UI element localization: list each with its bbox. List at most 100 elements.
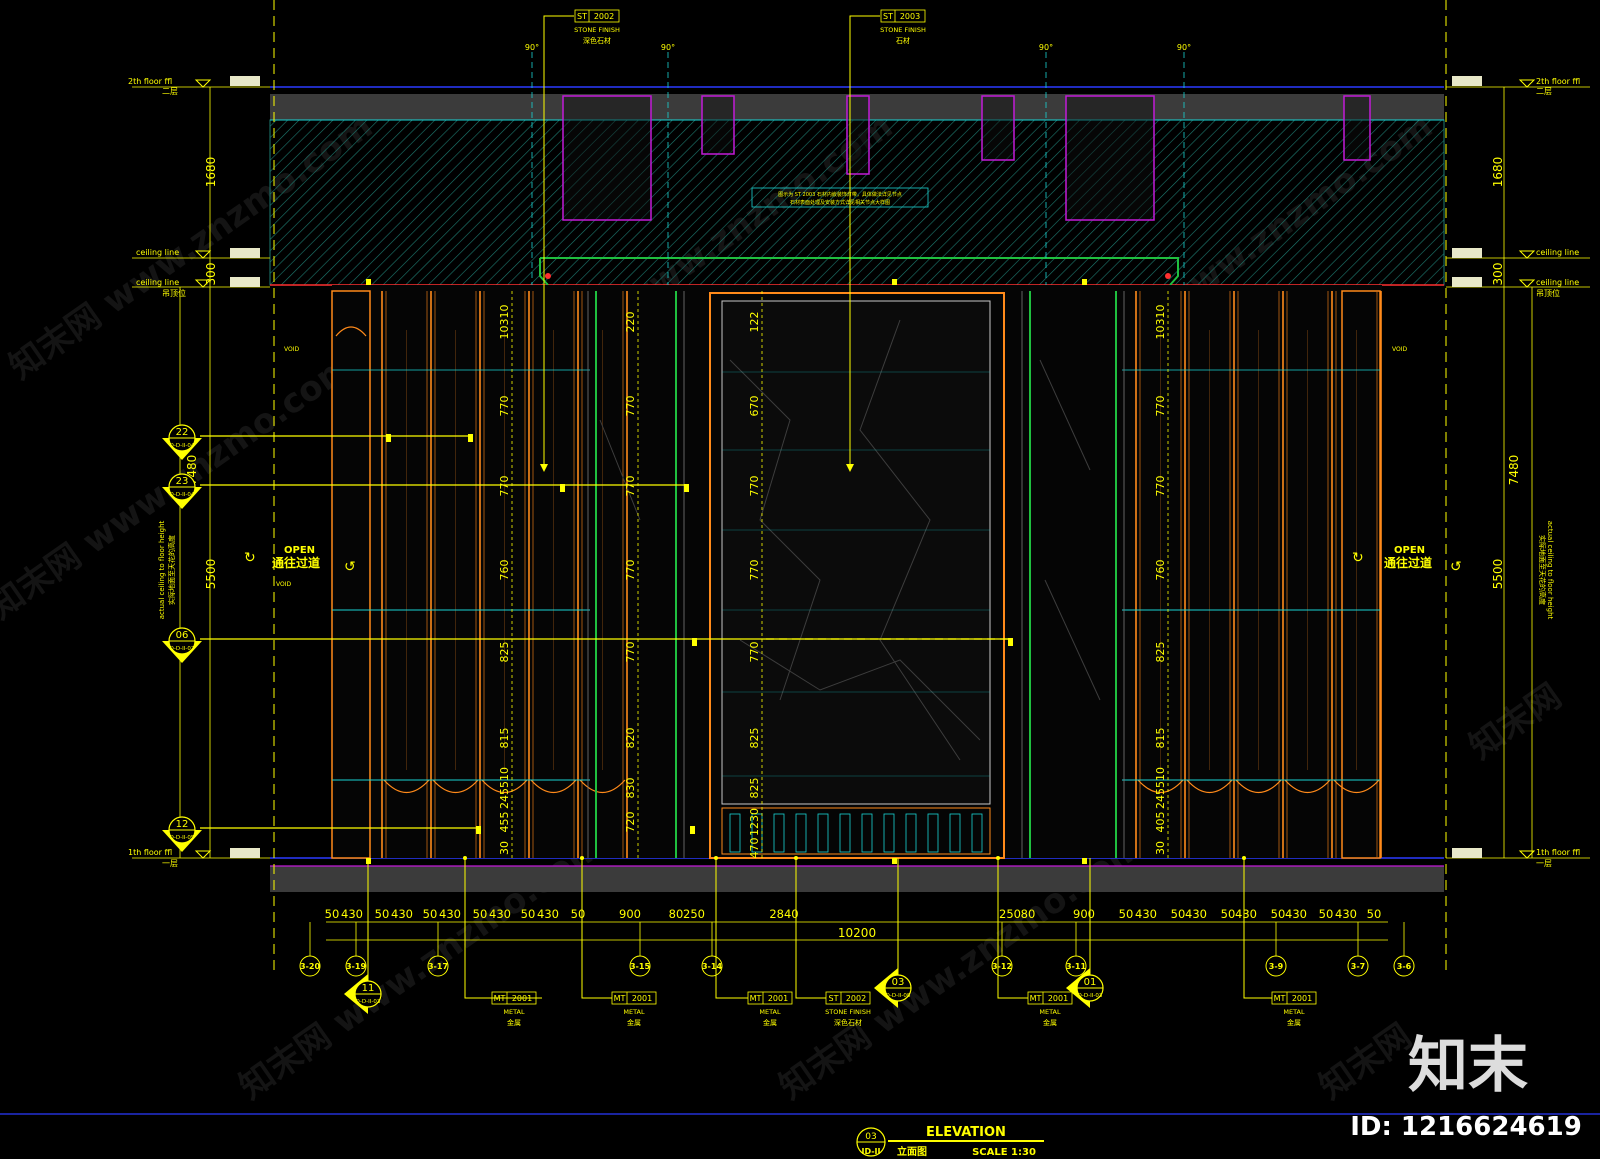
svg-text:知末网: 知末网 — [1312, 1016, 1418, 1107]
dimension-label: 825 — [498, 642, 511, 663]
grid-axis-bubble: 3-20 — [299, 922, 321, 977]
segment-dim-label: 50 — [571, 907, 586, 921]
dimension-label: 470 — [748, 838, 761, 859]
grid-axis-label: 3-9 — [1269, 962, 1284, 971]
grid-axis-label: 3-15 — [630, 962, 650, 971]
section-callout: 23D-D-II-04 — [162, 473, 202, 509]
grid-axis-bubble: 3-15 — [629, 922, 651, 977]
svg-text:吊顶位: 吊顶位 — [162, 288, 186, 298]
open-label-left: OPEN 通往过道 VOID ↻ ↺ — [244, 545, 356, 588]
callout-ref: D-D-II-05 — [170, 835, 195, 841]
grid-axis-label: 3-19 — [346, 962, 366, 971]
svg-text:2th floor ffl: 2th floor ffl — [128, 77, 172, 86]
svg-text:2001: 2001 — [512, 994, 532, 1003]
grid-axis-label: 3-20 — [300, 962, 320, 971]
segment-dim-label: 50 — [423, 907, 438, 921]
angle-markers: 90° 90° 90° 90° — [525, 43, 1191, 285]
svg-text:2001: 2001 — [768, 994, 788, 1003]
segment-dim-label: 2840 — [769, 907, 798, 921]
dimension-label: 760 — [1154, 560, 1167, 581]
segment-dim-label: 900 — [1073, 907, 1095, 921]
callout-ref: D-D-II-03 — [1078, 993, 1103, 999]
grid-axis-label: 3-12 — [992, 962, 1012, 971]
segment-dim-label: 50 — [1367, 907, 1382, 921]
svg-text:通往过道: 通往过道 — [1384, 555, 1432, 570]
grid-axis-label: 3-6 — [1397, 962, 1412, 971]
dimension-label: 825 — [1154, 642, 1167, 663]
svg-text:实际地面至天花的高度: 实际地面至天花的高度 — [1538, 535, 1547, 605]
segment-dim-label: 50 — [1271, 907, 1286, 921]
svg-text:吊顶位: 吊顶位 — [1536, 288, 1560, 298]
svg-text:METAL: METAL — [759, 1008, 781, 1016]
note-line-1: 图示为 ST 2003 石材内嵌装饰灯带，具体做法详见节点 — [778, 191, 902, 198]
section-leader-lines — [200, 435, 1010, 829]
callout-number: 12 — [176, 819, 189, 830]
left-section-callouts: 22D-D-II-0423D-D-II-0406D-D-II-0712D-D-I… — [162, 424, 202, 852]
svg-text:METAL: METAL — [1039, 1008, 1061, 1016]
svg-text:300: 300 — [1491, 263, 1505, 286]
section-callout: 06D-D-II-07 — [162, 627, 202, 663]
flute-column — [1331, 291, 1380, 858]
svg-text:90°: 90° — [1177, 43, 1191, 52]
right-vertical-dimensions: 1680 300 5500 7480 actual ceiling to flo… — [1491, 87, 1554, 858]
dimension-label: 815 — [498, 728, 511, 749]
svg-text:5500: 5500 — [204, 559, 218, 590]
flute-column — [381, 291, 430, 858]
svg-text:STONE FINISH: STONE FINISH — [825, 1008, 871, 1016]
dimension-label: 770 — [748, 560, 761, 581]
svg-text:1680: 1680 — [1491, 157, 1505, 188]
title-cn: 立面图 — [897, 1145, 927, 1158]
segment-dim-label: 430 — [341, 907, 363, 921]
callout-ref: D-D-II-04 — [170, 492, 195, 498]
segment-dim-label: 250 — [683, 907, 705, 921]
svg-text:ceiling line: ceiling line — [136, 248, 179, 257]
segment-dim-label: 430 — [1335, 907, 1357, 921]
dimension-label: 220 — [624, 312, 637, 333]
svg-text:2003: 2003 — [900, 12, 920, 21]
svg-text:ST: ST — [829, 994, 839, 1003]
dimension-label: 770 — [624, 476, 637, 497]
svg-text:actual ceiling to floor height: actual ceiling to floor height — [158, 520, 166, 619]
left-vertical-dimensions: 1680 300 5500 7480 actual ceiling to flo… — [158, 87, 218, 858]
open-label-right: OPEN 通往过道 ↻ ↺ — [1352, 545, 1462, 575]
callout-ref: D-D-II-08 — [886, 993, 911, 999]
grid-axis-label: 3-7 — [1351, 962, 1365, 971]
callout-number: 03 — [892, 977, 905, 988]
svg-text:1th floor ffl: 1th floor ffl — [1536, 848, 1580, 857]
brand-watermark: 知末 ID: 1216624619 — [1350, 1031, 1582, 1142]
right-fluted-panel — [1122, 290, 1382, 859]
title-scale: SCALE 1:30 — [972, 1147, 1036, 1158]
section-callout: 11D-D-II-03 — [344, 858, 382, 1014]
dimension-label: 30 — [1154, 841, 1167, 855]
flute-column — [528, 291, 577, 858]
callout-number: 22 — [176, 427, 189, 438]
segment-dim-label: 50 — [521, 907, 536, 921]
title-sheet: ID-II — [861, 1147, 880, 1156]
svg-text:ST: ST — [577, 12, 587, 21]
ceiling-pelmet — [539, 257, 1179, 286]
svg-text:METAL: METAL — [1283, 1008, 1305, 1016]
dimension-label: 825 — [748, 728, 761, 749]
svg-text:1th floor ffl: 1th floor ffl — [128, 848, 172, 857]
svg-text:金属: 金属 — [627, 1018, 641, 1027]
segment-dim-label: 430 — [1235, 907, 1257, 921]
svg-text:METAL: METAL — [623, 1008, 645, 1016]
svg-text:ceiling line: ceiling line — [1536, 278, 1579, 287]
ceiling-note: 图示为 ST 2003 石材内嵌装饰灯带，具体做法详见节点 石材表面处理及安装方… — [751, 187, 929, 208]
note-line-2: 石材表面处理及安装方式详见相关节点大样图 — [790, 199, 890, 206]
pelmet-marker-left — [545, 273, 551, 279]
grid-axis-bubble: 3-9 — [1265, 922, 1287, 977]
dimension-label: 245510 — [1154, 767, 1167, 809]
svg-text:VOID: VOID — [1392, 346, 1407, 353]
left-fluted-panel — [331, 290, 628, 859]
tag-leaders — [464, 15, 1272, 999]
dimension-label: 770 — [748, 476, 761, 497]
svg-text:知末网: 知末网 — [1462, 676, 1568, 767]
svg-text:通往过道: 通往过道 — [272, 555, 320, 570]
dimension-label: 770 — [1154, 396, 1167, 417]
section-callout: 22D-D-II-04 — [162, 424, 202, 460]
title-number: 03 — [865, 1132, 876, 1142]
